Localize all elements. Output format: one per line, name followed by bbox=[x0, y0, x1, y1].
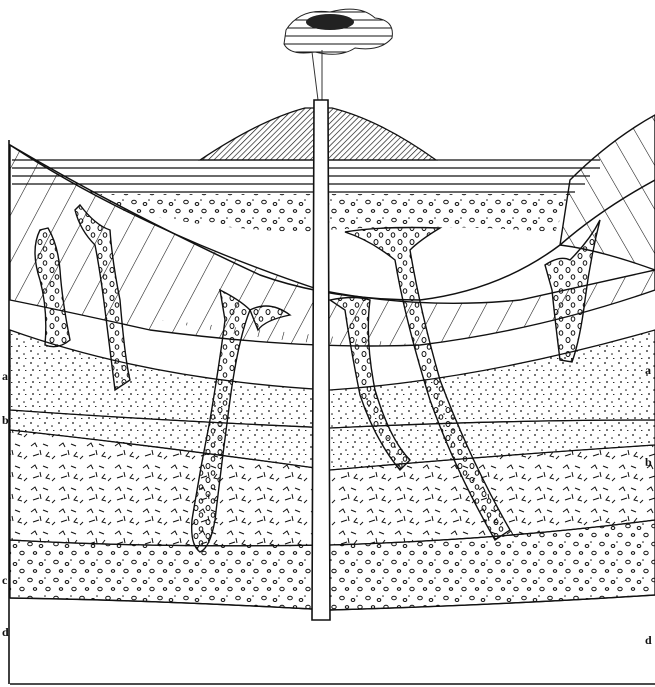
label-left-c: c bbox=[2, 574, 7, 586]
ash-plume bbox=[284, 9, 392, 100]
label-right-d: d bbox=[645, 634, 652, 646]
label-left-b: b bbox=[2, 414, 9, 426]
label-left-d: d bbox=[2, 626, 9, 638]
tilted-stratum-right bbox=[560, 115, 655, 270]
label-left-a: a bbox=[2, 370, 8, 382]
label-right-b: b bbox=[645, 456, 652, 468]
label-right-a: a bbox=[645, 364, 651, 376]
central-conduit bbox=[312, 100, 330, 620]
pebble-band-upper bbox=[100, 194, 570, 232]
horizontal-strata bbox=[12, 160, 600, 192]
